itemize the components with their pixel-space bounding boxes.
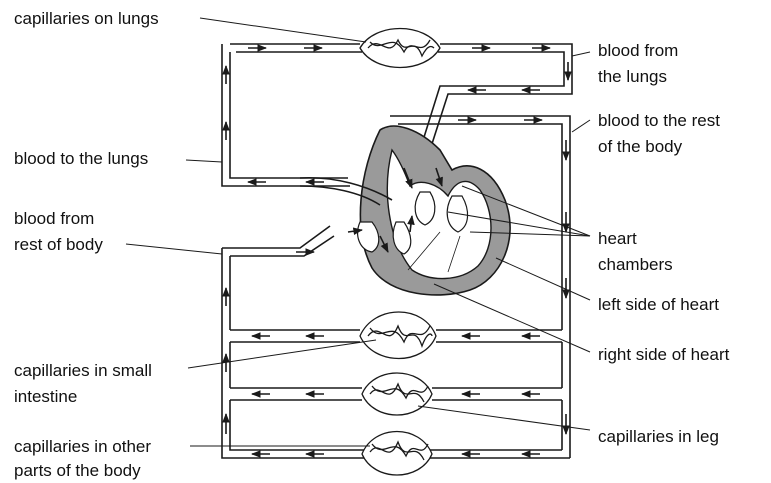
label-cap-intestine-line2: intestine [14,384,77,409]
label-right-side-heart: right side of heart [598,342,729,367]
label-blood-to-rest-line1: blood to the rest [598,108,720,133]
label-cap-intestine-line1: capillaries in small [14,358,152,383]
capillary-bed-other [362,432,432,476]
label-left-side-heart: left side of heart [598,292,719,317]
capillary-bed-lungs [360,29,440,68]
label-heart-chambers-line2: chambers [598,252,673,277]
label-capillaries-lungs: capillaries on lungs [14,6,159,31]
label-blood-from-rest-line2: rest of body [14,232,103,257]
capillary-bed-leg [362,373,432,415]
label-heart-chambers-line1: heart [598,226,637,251]
label-blood-from-lungs-line1: blood from [598,38,678,63]
heart [300,126,510,295]
label-cap-leg: capillaries in leg [598,424,719,449]
label-cap-other-line1: capillaries in other [14,434,151,459]
label-blood-from-lungs-line2: the lungs [598,64,667,89]
label-cap-other-line2: parts of the body [14,458,141,483]
label-blood-to-rest-line2: of the body [598,134,682,159]
label-blood-to-lungs: blood to the lungs [14,146,148,171]
label-blood-from-rest-line1: blood from [14,206,94,231]
capillary-bed-intestine [360,312,436,359]
